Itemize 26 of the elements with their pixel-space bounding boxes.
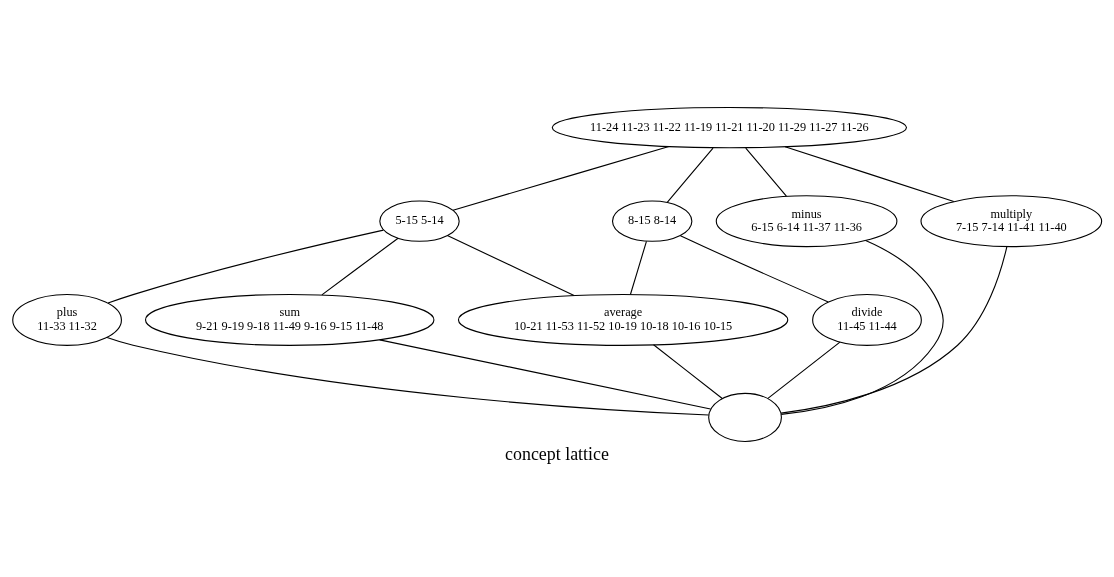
node-ellipse: minus 6-15 6-14 11-37 11-36 <box>715 194 898 247</box>
connector <box>629 240 647 295</box>
connector <box>679 234 829 302</box>
connector <box>780 245 1008 414</box>
node-ellipse <box>708 392 782 442</box>
connector <box>784 145 955 202</box>
connector <box>745 147 787 197</box>
connector <box>107 229 384 304</box>
node-ellipse: 5-15 5-14 <box>379 200 460 242</box>
connector <box>767 341 841 399</box>
node-ellipse: multiply 7-15 7-14 11-41 11-40 <box>920 194 1103 247</box>
caption: concept lattice <box>505 443 609 464</box>
node-ellipse: average 10-21 11-53 11-52 10-19 10-18 10-16 10-15 <box>457 293 789 346</box>
connector <box>106 336 710 416</box>
connector <box>452 145 670 211</box>
node-ellipse: divide 11-45 11-44 <box>812 293 922 346</box>
node-ellipse: 11-24 11-23 11-22 11-19 11-21 11-20 11-29 11-27 11-26 <box>551 106 908 148</box>
node-ellipse: plus 11-33 11-32 <box>12 293 122 346</box>
connector <box>446 234 575 296</box>
connector <box>666 147 714 203</box>
node-ellipse: sum 9-21 9-19 9-18 11-49 9-16 9-15 11-48 <box>144 293 435 346</box>
connector <box>321 237 399 295</box>
connector <box>379 338 711 410</box>
connector <box>780 239 944 415</box>
node-ellipse: 8-15 8-14 <box>611 200 693 242</box>
connector <box>653 343 723 399</box>
